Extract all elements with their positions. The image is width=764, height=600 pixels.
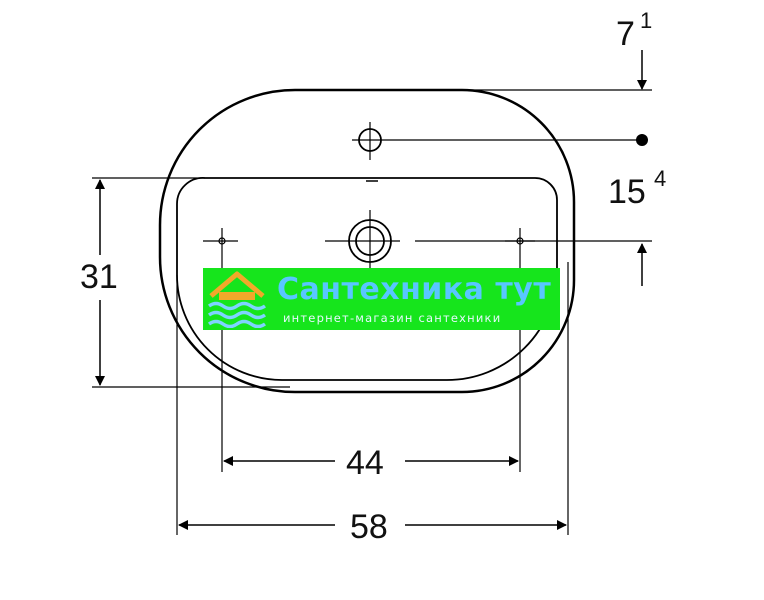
house-water-logo-icon [207, 271, 267, 328]
tap-offset-superscript: 4 [654, 166, 666, 191]
depth-label: 31 [80, 258, 118, 296]
tap-hole [352, 122, 648, 160]
mounting-point-left [203, 228, 238, 253]
outer-width-label: 58 [350, 508, 388, 546]
tap-offset-label: 15 [608, 173, 646, 211]
watermark-subtitle: интернет-магазин сантехники [283, 311, 502, 325]
drain-hole [325, 210, 400, 272]
top-offset-label: 7 [616, 15, 635, 53]
watermark-banner: Сантехника тут интернет-магазин сантехни… [203, 268, 560, 330]
watermark-title: Сантехника тут [277, 272, 552, 307]
inner-width-label: 44 [346, 444, 384, 482]
basin-inner-bowl [176, 177, 558, 381]
top-offset-superscript: 1 [640, 8, 652, 33]
basin-outer-outline [158, 88, 576, 394]
